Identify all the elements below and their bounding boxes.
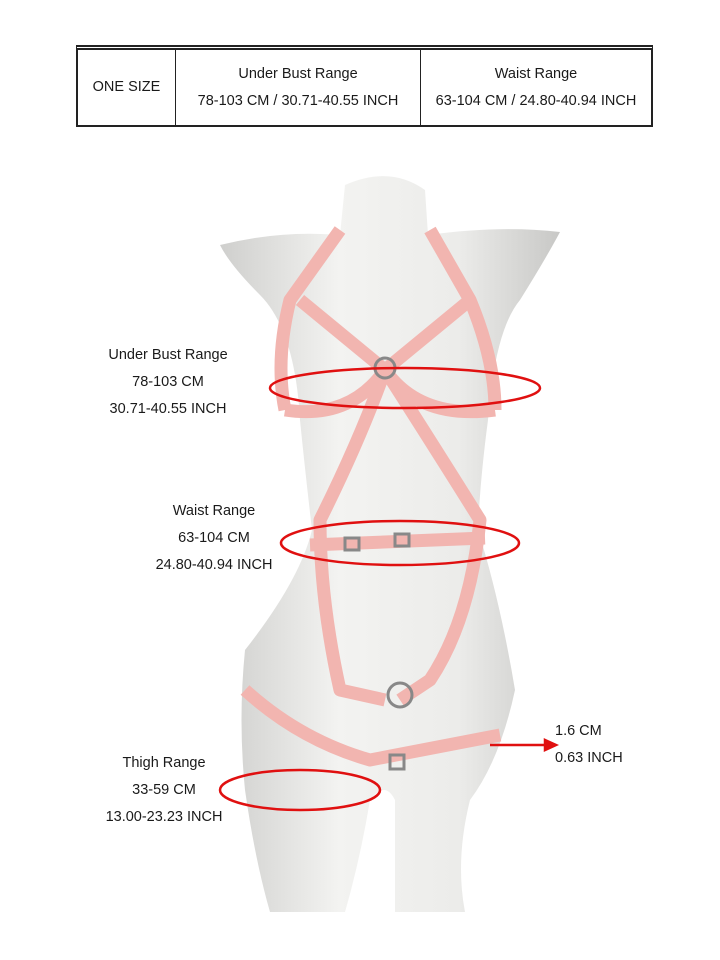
under-bust-annotation: Under Bust Range 78-103 CM 30.71-40.55 I… xyxy=(108,342,227,423)
waist-title: Waist Range xyxy=(494,65,578,82)
size-table: ONE SIZE Under Bust Range 78-103 CM / 30… xyxy=(76,45,653,127)
waist-annotation: Waist Range 63-104 CM 24.80-40.94 INCH xyxy=(156,498,273,579)
under-bust-ellipse xyxy=(268,366,542,410)
waist-value: 63-104 CM / 24.80-40.94 INCH xyxy=(435,92,637,109)
waist-annotation-inch: 24.80-40.94 INCH xyxy=(155,557,273,573)
under-bust-cell: Under Bust Range 78-103 CM / 30.71-40.55… xyxy=(176,50,421,125)
waist-cell: Waist Range 63-104 CM / 24.80-40.94 INCH xyxy=(421,50,651,125)
under-bust-annotation-title: Under Bust Range xyxy=(108,347,228,363)
thigh-annotation-title: Thigh Range xyxy=(122,755,206,771)
size-cell: ONE SIZE xyxy=(78,50,176,125)
thigh-annotation: Thigh Range 33-59 CM 13.00-23.23 INCH xyxy=(106,750,223,831)
thigh-annotation-cm: 33-59 CM xyxy=(132,782,196,798)
under-bust-annotation-inch: 30.71-40.55 INCH xyxy=(109,401,227,417)
measurement-markers xyxy=(218,366,560,812)
size-label: ONE SIZE xyxy=(92,79,161,95)
waist-annotation-cm: 63-104 CM xyxy=(178,530,250,546)
under-bust-value: 78-103 CM / 30.71-40.55 INCH xyxy=(197,92,399,109)
waist-annotation-title: Waist Range xyxy=(172,503,256,519)
thigh-annotation-inch: 13.00-23.23 INCH xyxy=(105,809,223,825)
under-bust-title: Under Bust Range xyxy=(238,65,358,82)
waist-ellipse xyxy=(279,519,521,567)
strap-width-inch: 0.63 INCH xyxy=(555,750,623,766)
strap-width-annotation: 1.6 CM 0.63 INCH xyxy=(555,718,623,772)
arrowhead-icon xyxy=(543,738,560,752)
thigh-ellipse xyxy=(218,768,382,812)
strap-width-cm: 1.6 CM xyxy=(555,723,602,739)
under-bust-annotation-cm: 78-103 CM xyxy=(132,374,204,390)
